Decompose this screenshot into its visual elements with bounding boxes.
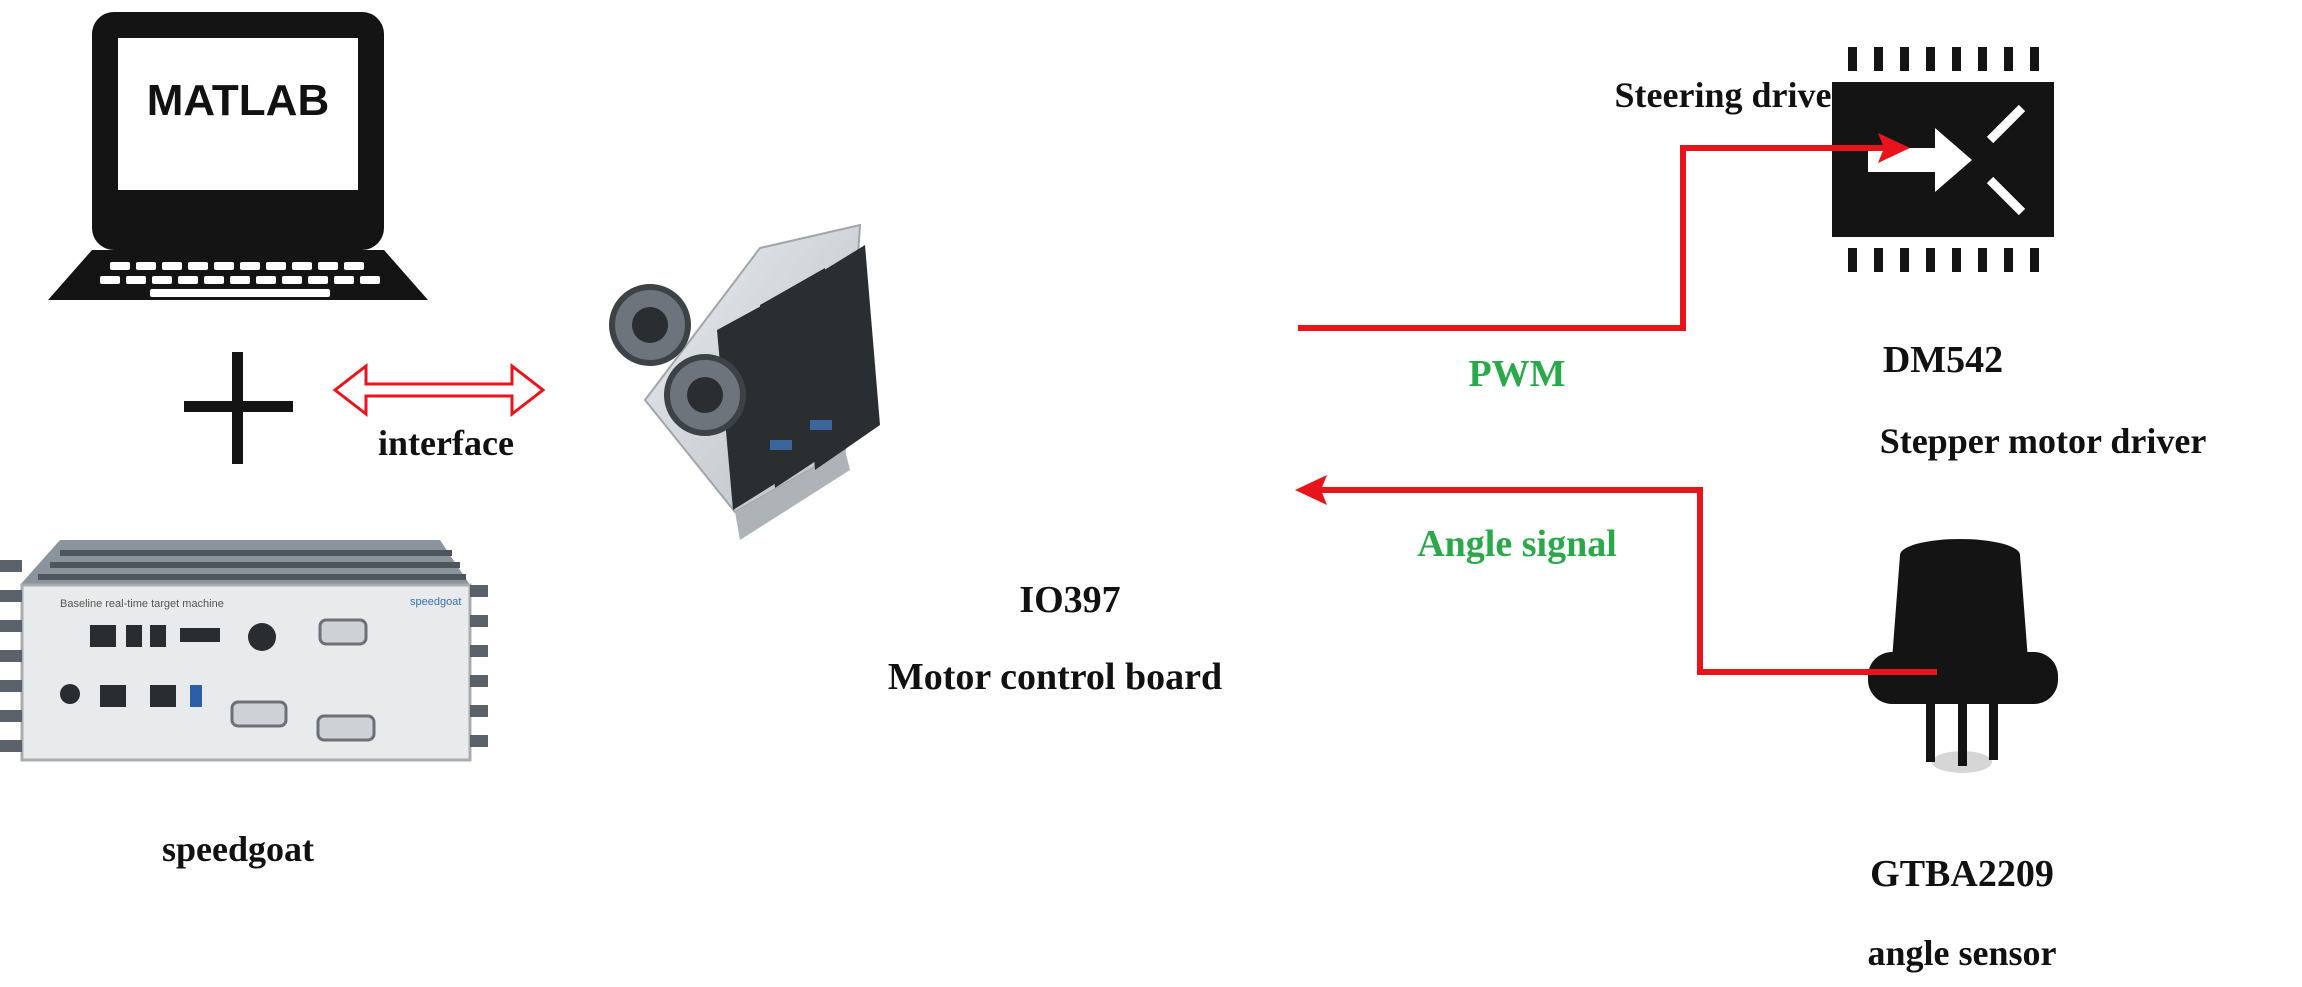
keyboard-key (136, 262, 156, 270)
pwm-arrowhead (1878, 133, 1910, 163)
keyboard-key (110, 262, 130, 270)
keyboard-key (292, 262, 312, 270)
pwm-label: PWM (1468, 353, 1566, 395)
pwm-arrow (1298, 145, 1890, 331)
target-machine-front-text: Baseline real-time target machine (60, 598, 224, 610)
target-machine-image: Baseline real-time target machine speedg… (0, 540, 488, 762)
keyboard-key (230, 276, 250, 284)
double-arrow-icon (332, 362, 546, 418)
keyboard-key (266, 262, 286, 270)
keyboard-key (308, 276, 328, 284)
angle-signal-arrowhead (1295, 475, 1327, 505)
stepper-driver-chip-icon (1832, 47, 2054, 272)
laptop-screen-text: MATLAB (147, 76, 329, 125)
angle-signal-arrow (1318, 487, 1937, 675)
driver-description-label: Stepper motor driver (1879, 421, 2207, 461)
angle-sensor-icon (1868, 539, 2058, 773)
keyboard-key (256, 276, 276, 284)
speedgoat-label: speedgoat (162, 829, 314, 869)
keyboard-key (188, 262, 208, 270)
keyboard-key (360, 276, 380, 284)
target-machine-brand: speedgoat (410, 596, 461, 608)
keyboard-key (150, 289, 330, 297)
steering-drive-label: Steering drive (1614, 75, 1832, 115)
keyboard-key (344, 262, 364, 270)
motor-control-board-image (609, 223, 880, 540)
keyboard-key (204, 276, 224, 284)
keyboard-key (100, 276, 120, 284)
sensor-model-label: GTBA2209 (1870, 853, 2054, 895)
angle-signal-label: Angle signal (1417, 523, 1617, 565)
keyboard-key (214, 262, 234, 270)
keyboard-key (162, 262, 182, 270)
sensor-description-label: angle sensor (1867, 933, 2057, 973)
driver-model-label: DM542 (1882, 339, 2004, 381)
interface-label: interface (378, 423, 514, 463)
keyboard-key (178, 276, 198, 284)
keyboard-key (126, 276, 146, 284)
board-description-label: Motor control board (887, 656, 1223, 698)
board-model-label: IO397 (1019, 579, 1121, 621)
keyboard-key (334, 276, 354, 284)
keyboard-key (240, 262, 260, 270)
keyboard-key (318, 262, 338, 270)
plus-icon (184, 352, 293, 464)
laptop-icon: MATLAB (48, 12, 428, 300)
keyboard-key (282, 276, 302, 284)
keyboard-key (152, 276, 172, 284)
